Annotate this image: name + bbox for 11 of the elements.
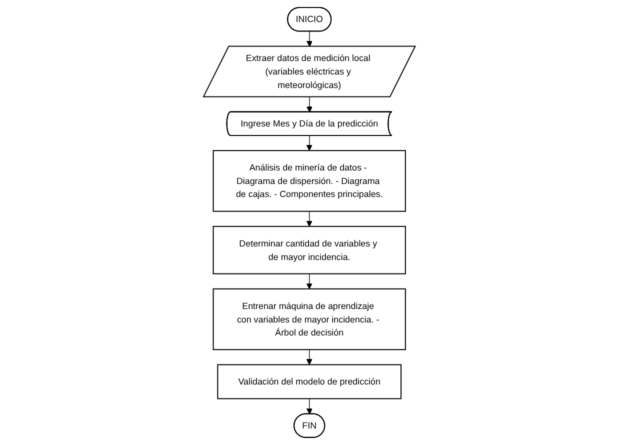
node-box: Análisis de minería de datos - Diagrama de dispersión. - Diagrama de cajas. - Componentes principales.: [212, 150, 406, 212]
node-box: Determinar cantidad de variables y de mayor incidencia.: [212, 226, 406, 274]
arrow: [306, 273, 312, 290]
arrow: [306, 211, 312, 227]
arrow: [306, 136, 312, 151]
arrow: [306, 349, 312, 365]
arrow: [306, 96, 313, 112]
node-box: Validación del modelo de predicción: [217, 364, 402, 400]
arrow: [306, 31, 313, 47]
node-box: Entrenar máquina de aprendizaje con variables de mayor incidencia. - Árbol de decisión: [212, 288, 406, 350]
arrow: [306, 398, 313, 414]
